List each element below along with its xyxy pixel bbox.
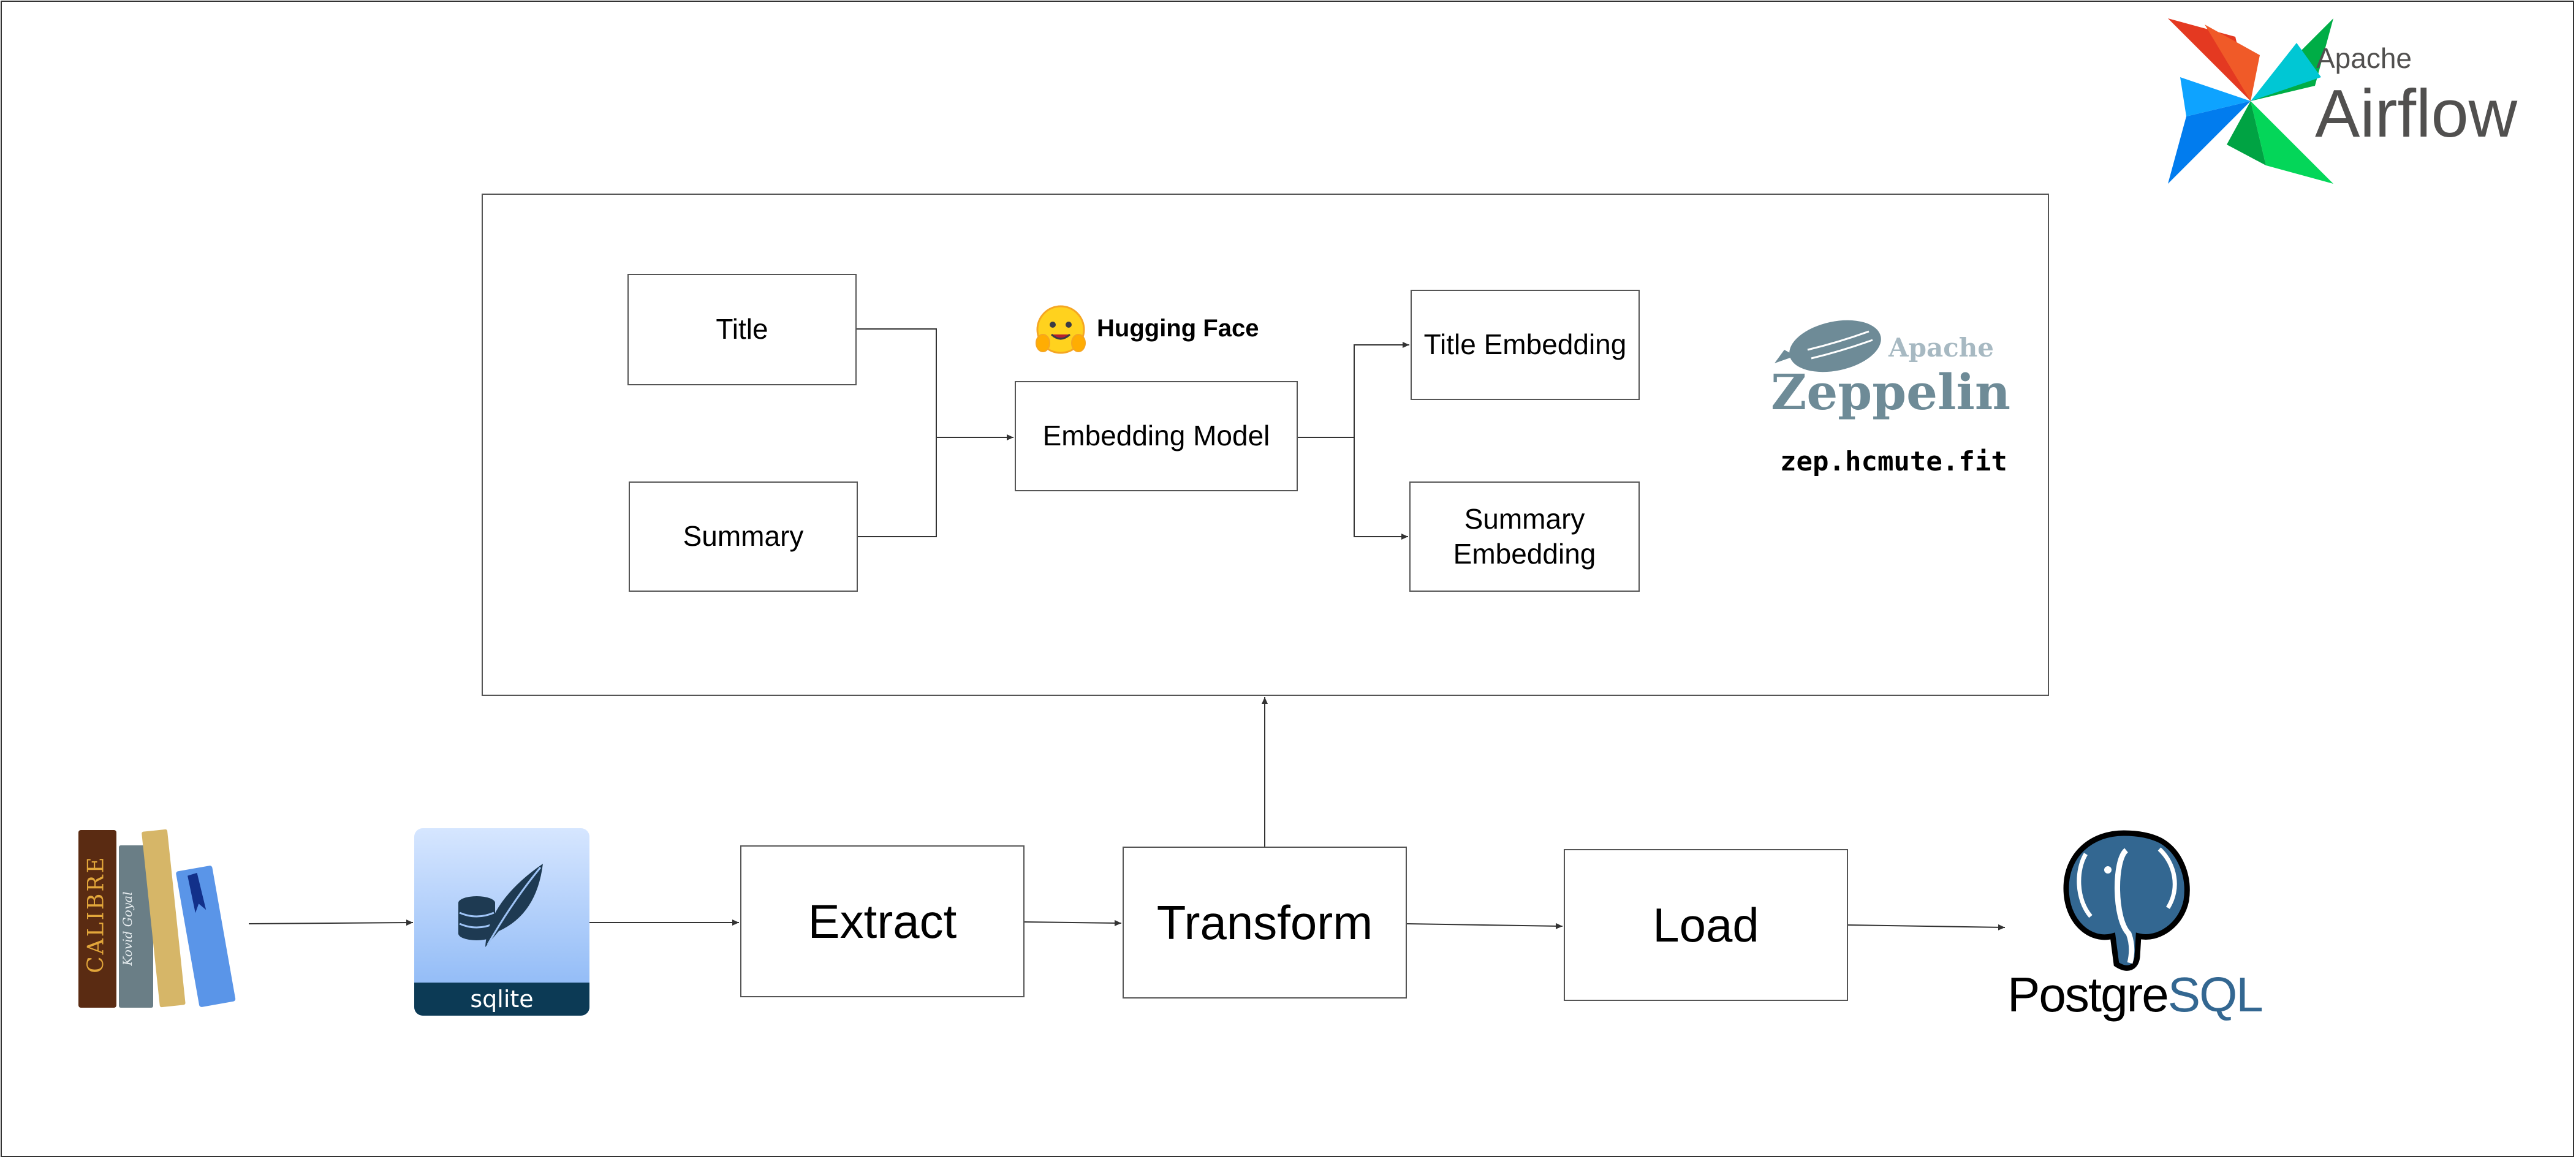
model-to-summary-embedding-connector [1354, 437, 1408, 540]
extract-node: Extract [740, 845, 1025, 997]
postgresql-elephant-icon [2063, 830, 2190, 971]
extract-to-transform-connector [1024, 919, 1122, 926]
books-icon [78, 829, 236, 1008]
load-to-postgresql-connector [1847, 924, 2006, 931]
zeppelin-airship-icon [1775, 320, 1881, 372]
title-embedding-node: Title Embedding [1411, 290, 1640, 400]
sqlite-database-feather-icon [458, 864, 543, 947]
title-node-label: Title [716, 313, 768, 345]
load-node: Load [1564, 849, 1848, 1001]
calibre-to-sqlite-connector [248, 919, 414, 926]
summary-embedding-label-line2: Embedding [1453, 538, 1596, 570]
model-to-title-embedding-connector [1298, 342, 1409, 438]
postgresql-text-left: Postgre [2007, 967, 2169, 1022]
hugging-face-text: Hugging Face [1097, 315, 1259, 342]
zeppelin-name-text: Zeppelin [1771, 363, 2011, 421]
postgresql-logo: PostgreSQL [2007, 827, 2277, 1023]
extract-label: Extract [808, 894, 957, 948]
calibre-logo: CALIBRE Kovid Goyal [78, 827, 248, 1011]
summary-embedding-label-line1: Summary [1464, 502, 1585, 535]
sqlite-label-bar: sqlite [414, 983, 589, 1016]
airflow-pinwheel-icon [2168, 18, 2333, 184]
hugging-face-logo: Hugging Face [1034, 304, 1267, 357]
transform-to-load-connector [1406, 923, 1563, 929]
zeppelin-apache-text: Apache [1888, 333, 1994, 363]
load-label: Load [1653, 897, 1759, 952]
summary-to-model-connector [858, 437, 937, 537]
postgresql-text-right: SQL [2167, 967, 2263, 1022]
transform-node: Transform [1123, 847, 1407, 999]
embedding-model-node: Embedding Model [1015, 381, 1298, 491]
airflow-logo: Apache Airflow [2168, 18, 2554, 184]
sqlite-label: sqlite [470, 986, 534, 1013]
summary-node: Summary [629, 481, 858, 592]
title-to-model-connector [857, 328, 1013, 440]
title-node: Title [627, 274, 857, 385]
transform-label: Transform [1156, 895, 1373, 949]
postgresql-wordmark: PostgreSQL [2007, 967, 2263, 1023]
zeppelin-logo: Apache Zeppelin [1771, 315, 2016, 432]
airflow-apache-text: Apache [2316, 42, 2412, 74]
sqlite-logo: sqlite [414, 828, 589, 1016]
hugging-face-icon [1036, 305, 1086, 354]
summary-node-label: Summary [683, 520, 804, 553]
zeppelin-url: zep.hcmute.fit [1780, 446, 2007, 477]
embedding-model-label: Embedding Model [1042, 420, 1270, 452]
airflow-name-text: Airflow [2315, 76, 2518, 151]
title-embedding-label: Title Embedding [1423, 328, 1627, 361]
